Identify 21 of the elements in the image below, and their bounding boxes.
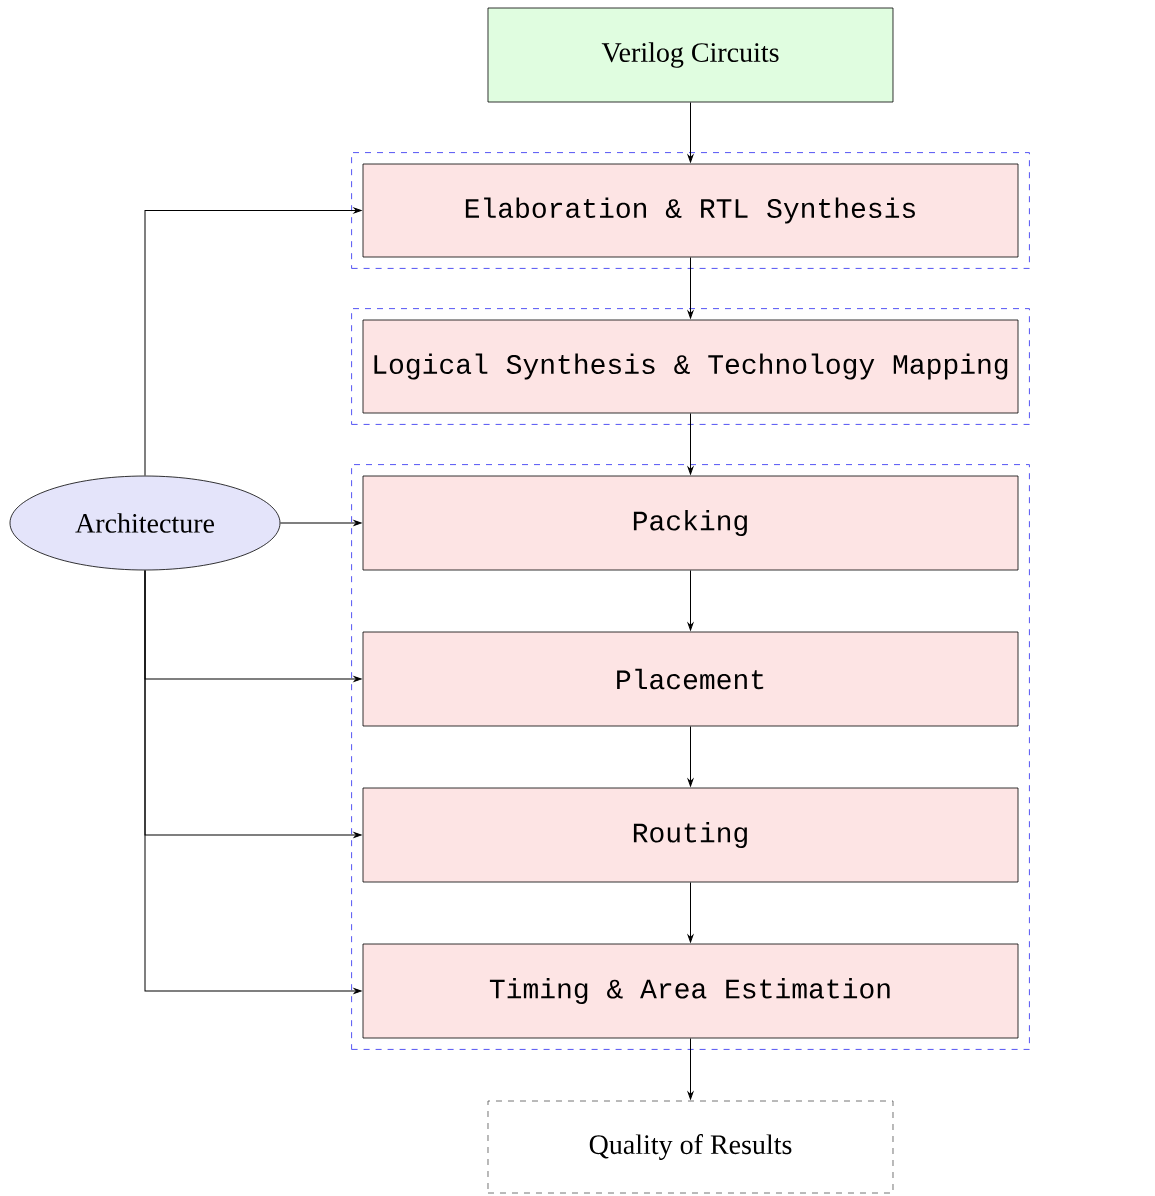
dashed-group-box (351, 152, 1030, 269)
dashed-group-box (351, 464, 1030, 1050)
arrow (687, 725, 694, 787)
arrow (687, 569, 694, 631)
arrow (687, 412, 694, 475)
process-box: Routing (362, 787, 1019, 883)
arrow (687, 256, 694, 319)
dashed-group-box (351, 308, 1030, 425)
process-box: Elaboration & RTL Synthesis (362, 163, 1019, 258)
process-box: Timing & Area Estimation (362, 943, 1019, 1039)
arrow (687, 101, 694, 163)
input-box: Verilog Circuits (487, 7, 894, 103)
process-box: Logical Synthesis & Technology Mapping (362, 319, 1019, 414)
arrow (687, 1037, 694, 1100)
arrow (279, 520, 362, 526)
output-box: Quality of Results (487, 1100, 894, 1194)
process-box: Packing (362, 475, 1019, 571)
arrow (687, 881, 694, 943)
process-box: Placement (362, 631, 1019, 727)
arrow (144, 569, 362, 994)
arrow (144, 207, 362, 477)
